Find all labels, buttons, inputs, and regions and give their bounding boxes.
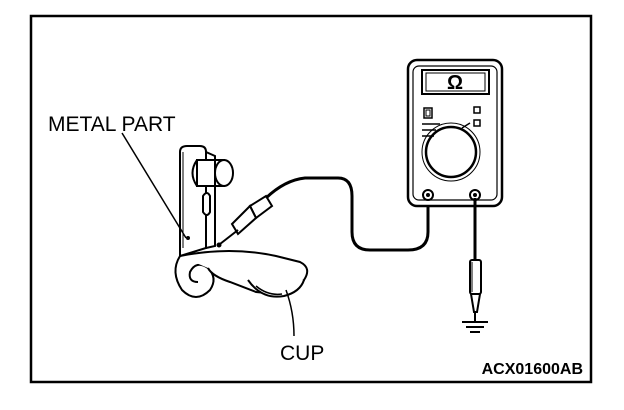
label-metal-part: METAL PART xyxy=(48,113,176,136)
figure-frame xyxy=(29,14,593,384)
probe-tip-metal-part xyxy=(216,194,274,248)
probe-ground xyxy=(469,259,482,313)
meter-display xyxy=(421,69,490,95)
test-lead-positive xyxy=(264,176,430,252)
figure-code: ACX01600AB xyxy=(482,361,583,378)
ohmmeter xyxy=(406,58,504,208)
selector-dial xyxy=(424,125,478,179)
cup-mount xyxy=(174,250,309,298)
leader-metal-part xyxy=(121,132,187,239)
label-cup: CUP xyxy=(280,342,324,365)
meter-unit-symbol: Ω xyxy=(447,72,463,94)
metal-part-bracket xyxy=(179,145,234,258)
leader-cup xyxy=(285,289,295,337)
ground-symbol-icon xyxy=(462,312,488,333)
